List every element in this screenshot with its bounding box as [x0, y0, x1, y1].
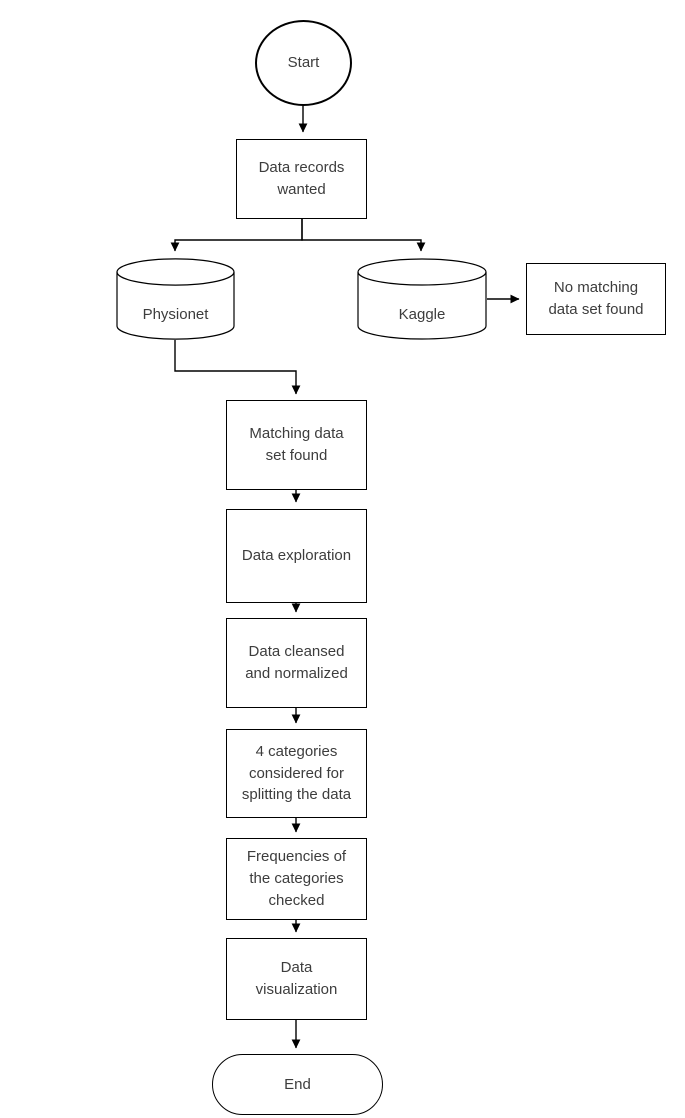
node-physionet-label: Physionet — [142, 306, 209, 324]
node-kaggle[interactable]: Kaggle — [357, 258, 487, 340]
node-start-label: Start — [287, 54, 320, 72]
node-end-label: End — [284, 1075, 311, 1093]
node-kaggle-label: Kaggle — [398, 306, 446, 324]
edge-data-records-to-kaggle — [301, 219, 426, 252]
node-physionet[interactable]: Physionet — [116, 258, 235, 340]
database-cylinder-icon — [357, 258, 487, 340]
database-cylinder-icon — [116, 258, 235, 340]
node-data-exploration[interactable]: Data exploration — [226, 509, 367, 603]
edge-data-records-to-physionet — [170, 219, 303, 252]
node-end[interactable]: End — [212, 1054, 383, 1115]
node-start[interactable]: Start — [255, 20, 352, 106]
edge-physionet-to-matching-found — [174, 340, 301, 395]
node-data-exploration-label: Data exploration — [241, 547, 352, 565]
